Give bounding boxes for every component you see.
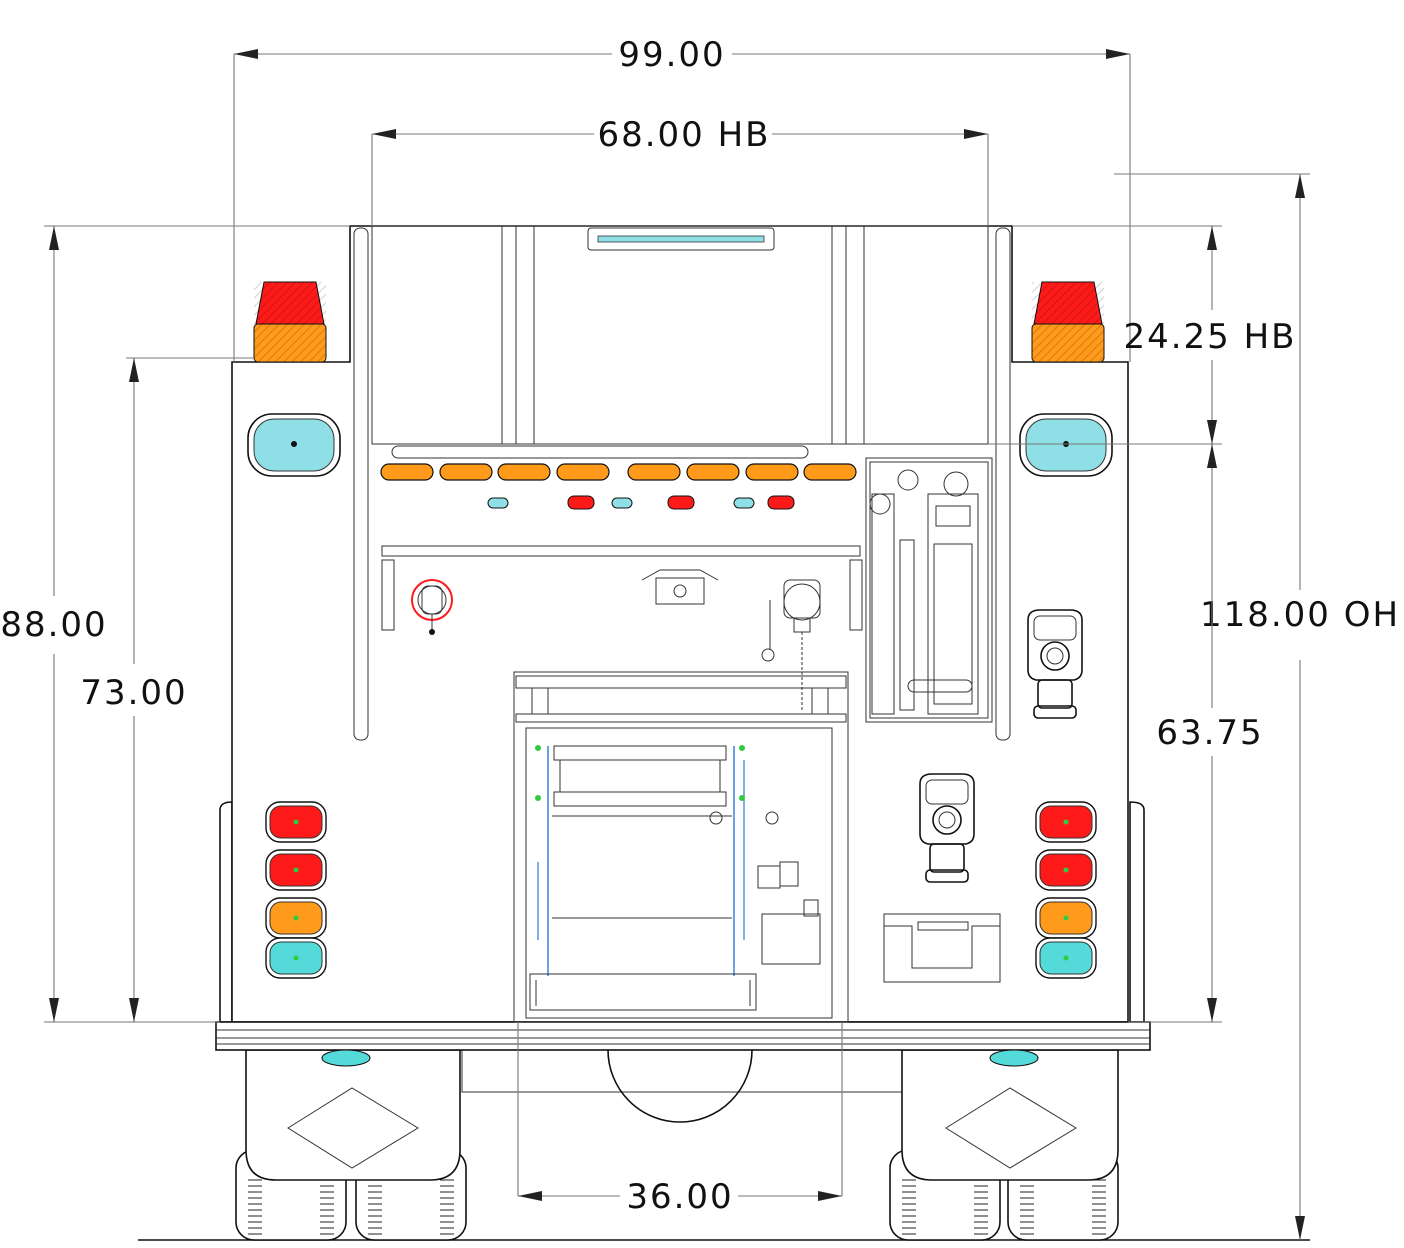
equipment-cabinet xyxy=(865,457,993,723)
dim-left-inner-height: 73.00 xyxy=(80,673,187,713)
dim-body-width: 68.00 HB xyxy=(597,115,770,155)
beacon-light-icon xyxy=(1031,281,1105,363)
dim-overall-width: 99.00 xyxy=(618,35,725,75)
bumper-light-left xyxy=(321,1049,371,1067)
body-rear-panel xyxy=(219,225,1145,1023)
mud-flap-left xyxy=(245,1049,461,1181)
dim-left-outer-height: 88.00 xyxy=(0,605,107,645)
flood-light-right xyxy=(1019,413,1113,477)
beacon-light-icon xyxy=(253,281,327,363)
flood-light-left xyxy=(247,413,341,477)
top-light-bar xyxy=(587,227,775,251)
rear-bumper xyxy=(215,1021,1151,1051)
mud-flap-right xyxy=(901,1049,1119,1181)
ladder-icon xyxy=(513,671,849,1023)
backup-camera xyxy=(641,569,719,605)
breathing-apparatus-icon xyxy=(1027,609,1083,719)
tail-light-icon xyxy=(1035,801,1097,979)
breathing-apparatus-icon xyxy=(919,773,975,883)
bumper-light-right xyxy=(989,1049,1039,1067)
dim-upper-height: 24.25 HB xyxy=(1123,317,1296,357)
mid-rail xyxy=(381,545,863,631)
dim-lower-height: 63.75 xyxy=(1156,713,1263,753)
dim-step-width: 36.00 xyxy=(626,1177,733,1217)
dim-overall-height: 118.00 OH xyxy=(1200,595,1400,635)
small-light-row xyxy=(487,495,795,510)
top-grab-rail xyxy=(391,445,809,459)
left-grab-rail xyxy=(353,227,369,741)
power-inlet-icon xyxy=(411,579,453,635)
step-box xyxy=(883,913,1001,983)
tail-light-icon xyxy=(265,801,327,979)
right-grab-rail xyxy=(995,227,1011,741)
spotlight-valve xyxy=(761,579,821,712)
marker-light-icon xyxy=(380,463,857,481)
axle-housing xyxy=(461,1049,903,1123)
